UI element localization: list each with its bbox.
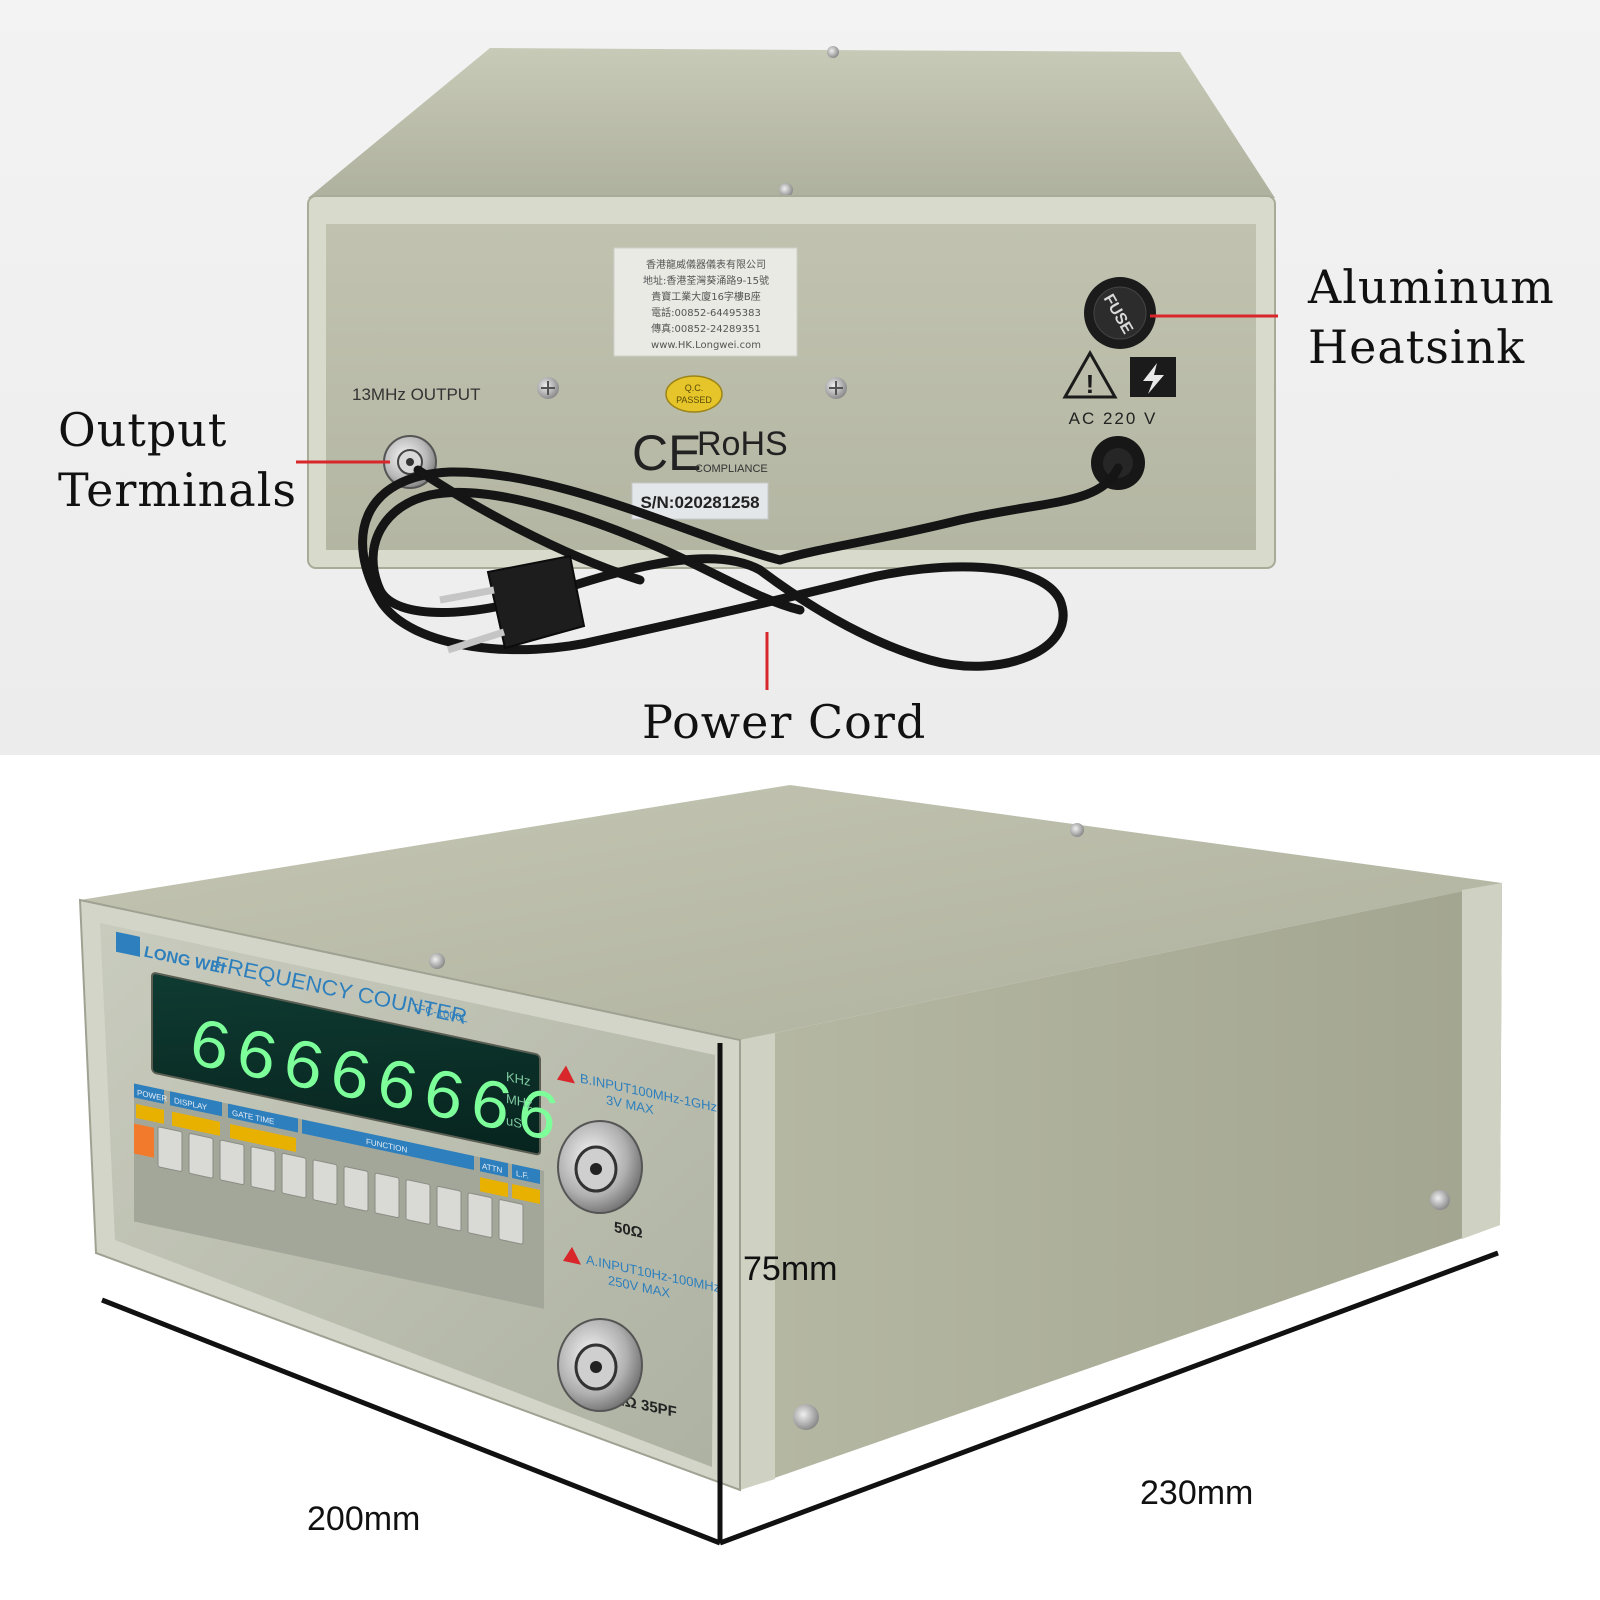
callout-power: Power Cord: [642, 695, 927, 749]
screw: [429, 953, 445, 969]
callout-output-line-1: Output: [58, 403, 228, 457]
function-key[interactable]: [250, 1146, 276, 1192]
function-key[interactable]: [343, 1166, 369, 1212]
brand-logo: [116, 931, 140, 957]
screw: [827, 46, 839, 58]
plug-prong: [446, 628, 506, 654]
section-lf: L.F.: [516, 1169, 529, 1181]
function-key[interactable]: [219, 1139, 245, 1186]
function-key[interactable]: [157, 1126, 183, 1172]
button-area: [134, 1083, 544, 1309]
dimension-depth: 200mm: [307, 1500, 421, 1538]
function-key[interactable]: [405, 1179, 431, 1225]
rohs-compliance: COMPLIANCE: [695, 463, 768, 475]
sticker-line: www.HK.Longwei.com: [651, 340, 761, 351]
function-key[interactable]: [281, 1152, 307, 1199]
function-key[interactable]: [188, 1133, 214, 1179]
callout-heatsink-line-2: Heatsink: [1308, 320, 1526, 374]
section-attn: ATTN: [482, 1162, 502, 1175]
function-key[interactable]: [312, 1159, 338, 1205]
function-key[interactable]: [374, 1172, 400, 1219]
screw: [793, 1404, 819, 1430]
power-cord: [358, 463, 1123, 671]
plug-prong: [439, 586, 495, 604]
function-key[interactable]: [498, 1199, 524, 1245]
front-right-side: [740, 883, 1502, 1490]
sticker-line: 貴寶工業大廈16字樓B座: [651, 290, 761, 303]
sticker-line: 電話:00852-64495383: [651, 306, 761, 319]
dimension-line-width: [719, 1250, 1499, 1546]
serial-number: S/N:020281258: [640, 493, 759, 512]
rear-photo: 香港龍威儀器儀表有限公司地址:香港荃灣葵涌路9-15號貴寶工業大廈16字樓B座電…: [0, 0, 1600, 755]
sticker-line: 傳真:00852-24289351: [651, 322, 761, 335]
screw: [1430, 1190, 1450, 1210]
output-label: 13MHz OUTPUT: [352, 385, 480, 404]
unit-mhz: MHz: [506, 1091, 533, 1112]
b-input-warning-icon: [557, 1065, 575, 1084]
vfd-display: [151, 972, 541, 1156]
svg-text:!: !: [1086, 369, 1095, 399]
b-input-impedance: 50Ω: [614, 1219, 643, 1242]
qc-line-2: PASSED: [676, 395, 712, 405]
sticker-line: 地址:香港荃灣葵涌路9-15號: [643, 274, 769, 287]
dimension-line-depth: [101, 1297, 721, 1546]
function-key[interactable]: [436, 1185, 462, 1232]
voltage-label: AC 220 V: [1069, 409, 1158, 428]
sticker-line: 香港龍威儀器儀表有限公司: [646, 258, 766, 271]
callout-heatsink: Aluminum Heatsink: [1308, 257, 1555, 377]
unit-khz: KHz: [506, 1069, 531, 1089]
callout-heatsink-line-1: Aluminum: [1308, 260, 1555, 314]
ce-mark: CE: [632, 425, 701, 481]
callout-output: Output Terminals: [58, 400, 297, 520]
screw: [1070, 823, 1084, 837]
rear-top-lid: [308, 48, 1275, 198]
rohs-mark: RoHS: [697, 425, 788, 463]
front-top-lid: [80, 785, 1502, 1040]
front-photo: LONG WEI FREQUENCY COUNTER TFC-1000L 666…: [0, 755, 1600, 1600]
warning-icon: [1062, 349, 1118, 399]
a-input-warning-icon: [563, 1246, 581, 1265]
power-button[interactable]: [134, 1123, 154, 1158]
screw: [779, 183, 793, 197]
function-key[interactable]: [467, 1192, 493, 1238]
qc-passed-sticker: [665, 375, 723, 413]
dimension-height: 75mm: [743, 1250, 838, 1288]
power-plug: [486, 554, 586, 650]
qc-line-1: Q.C.: [685, 383, 704, 393]
dimension-width: 230mm: [1140, 1474, 1254, 1512]
callout-output-line-2: Terminals: [58, 463, 298, 517]
unit-us: uS: [506, 1113, 522, 1131]
address-sticker: [613, 247, 798, 357]
